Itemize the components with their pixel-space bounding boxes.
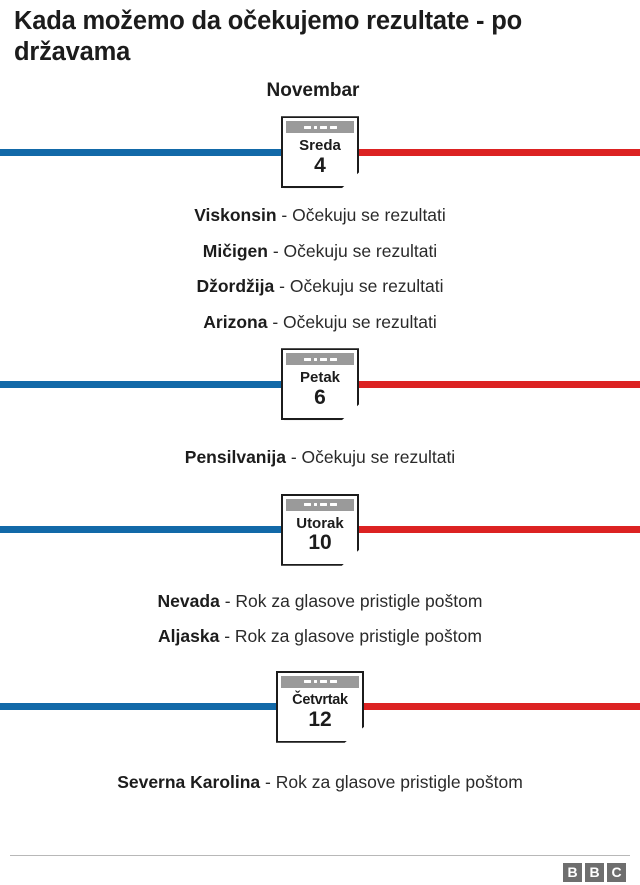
calendar-dash [329,680,337,684]
calendar-daynum: 12 [308,707,332,731]
calendar-daynum: 10 [308,531,332,555]
timeline-group: Petak 6 Pensilvanija - Očekuju se rezult… [0,342,640,488]
entry-state: Severna Karolina [117,771,261,792]
calendar-dash [303,503,311,507]
calendar-dash [303,680,311,684]
list-item: Džordžija - Očekuju se rezultati [14,269,626,305]
entry-desc: - Očekuju se rezultati [272,311,437,332]
entry-state: Aljaska [158,626,220,647]
entry-state: Mičigen [202,240,268,261]
bbc-logo: B B C [563,863,626,882]
bbc-logo-letter: B [585,863,604,882]
timeline-band: Utorak 10 [0,488,640,572]
calendar-dayname: Sreda [299,137,341,155]
calendar-dash [329,357,337,361]
entry-desc: - Očekuju se rezultati [272,240,438,261]
calendar-dayname: Četvrtak [292,691,348,708]
timeline-group: Utorak 10 Nevada - Rok za glasove pristi… [0,488,640,665]
calendar-header-bar [286,498,354,511]
calendar-dash [303,357,311,361]
timeline-line-blue [0,148,320,156]
timeline-line-blue [0,380,320,388]
entry-list: Viskonsin - Očekuju se rezultati Mičigen… [14,194,626,342]
month-label: Novembar [266,80,360,102]
entry-desc: - Rok za glasove pristigle poštom [224,626,482,647]
calendar-icon: Utorak 10 [281,493,359,566]
entry-state: Nevada [157,590,220,611]
timeline-line-blue [0,703,320,711]
calendar-dayname: Petak [299,369,341,387]
entry-state: Viskonsin [194,205,277,226]
entry-desc: - Očekuju se rezultati [281,205,446,226]
bbc-logo-letter: C [607,863,626,882]
calendar-icon: Četvrtak 12 [276,670,364,743]
list-item: Viskonsin - Očekuju se rezultati [14,198,626,234]
page-title: Kada možemo da očekujemo rezultate - po … [14,7,522,67]
timeline-band: Četvrtak 12 [0,665,640,749]
calendar-dash [319,680,327,684]
list-item: Mičigen - Očekuju se rezultati [14,234,626,270]
calendar-dash [313,503,317,507]
calendar-icon: Sreda 4 [281,116,359,189]
list-item: Aljaska - Rok za glasove pristigle pošto… [14,619,626,655]
timeline-line-red [320,703,640,711]
entry-list: Nevada - Rok za glasove pristigle poštom… [14,572,626,665]
calendar-header-bar [281,675,359,688]
timeline-line-red [320,526,640,534]
footer-divider [10,855,630,856]
calendar-dash [319,357,327,361]
calendar-dash [319,125,327,129]
list-item: Pensilvanija - Očekuju se rezultati [14,440,626,476]
calendar-header-bar [286,121,354,134]
calendar-dash [313,125,317,129]
timeline-line-blue [0,526,320,534]
list-item: Severna Karolina - Rok za glasove pristi… [14,765,626,801]
timeline-group: Sreda 4 Viskonsin - Očekuju se rezultati… [0,110,640,342]
bbc-logo-letter: B [563,863,582,882]
calendar-dash [329,503,337,507]
calendar-dash [319,503,327,507]
entry-state: Arizona [203,311,268,332]
calendar-icon: Petak 6 [281,348,359,421]
calendar-header-bar [286,353,354,366]
timeline-band: Sreda 4 [0,110,640,194]
entry-desc: - Rok za glasove pristigle poštom [224,590,483,611]
timeline-group: Četvrtak 12 Severna Karolina - Rok za gl… [0,665,640,805]
entry-list: Pensilvanija - Očekuju se rezultati [14,426,626,488]
entry-desc: - Očekuju se rezultati [290,447,456,468]
timeline-band: Petak 6 [0,342,640,426]
calendar-dash [313,680,317,684]
entry-desc: - Rok za glasove pristigle poštom [265,771,523,792]
calendar-daynum: 4 [314,153,326,177]
calendar-dayname: Utorak [296,514,344,532]
footer: B B C [0,841,640,885]
calendar-dash [329,125,337,129]
entry-state: Pensilvanija [184,447,286,468]
calendar-daynum: 6 [314,385,326,409]
entry-desc: - Očekuju se rezultati [279,276,444,297]
list-item: Nevada - Rok za glasove pristigle poštom [14,584,626,620]
calendar-dash [313,357,317,361]
calendar-dash [303,125,311,129]
entry-list: Severna Karolina - Rok za glasove pristi… [14,749,626,805]
timeline-line-red [320,148,640,156]
entry-state: Džordžija [196,276,275,297]
list-item: Arizona - Očekuju se rezultati [14,305,626,341]
timeline-line-red [320,380,640,388]
